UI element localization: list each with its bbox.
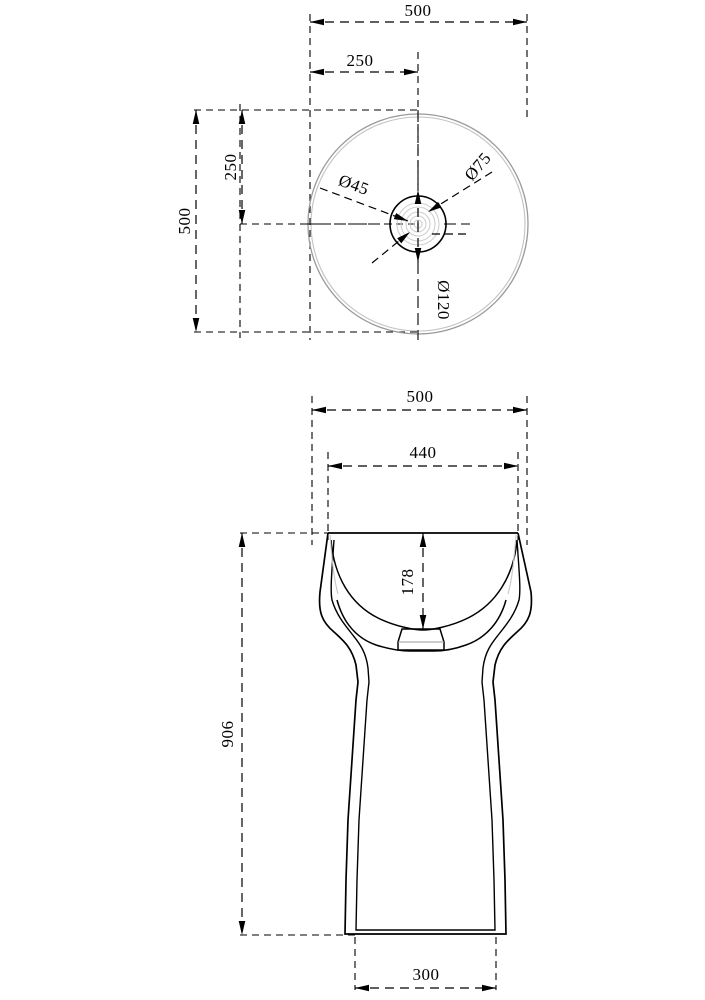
dia-75-label: Ø75: [461, 149, 495, 185]
dim-label-front-300: 300: [413, 965, 440, 984]
dim-top-500: 500: [310, 1, 527, 26]
washbasin-outline: [318, 532, 533, 935]
bowl-cavity-lower-curve: [336, 599, 507, 652]
dia-120-label: Ø120: [434, 280, 453, 320]
dim-left-500: 500: [175, 110, 200, 332]
dim-label-top-250: 250: [347, 51, 374, 70]
dim-top-250: 250: [310, 51, 418, 76]
dia-45-callout: Ø45: [319, 171, 409, 222]
dim-front-500: 500: [312, 387, 527, 414]
dim-front-300: 300: [355, 965, 496, 992]
dim-left-250: 250: [221, 110, 246, 224]
dia-lower-left-leader: [371, 231, 411, 264]
dia-45-leader-line: [319, 187, 409, 222]
drain-boss-outline: [397, 628, 445, 651]
dia-lower-leaders: [371, 231, 466, 264]
dim-label-front-500: 500: [407, 387, 434, 406]
dim-label-front-906: 906: [218, 721, 237, 748]
dim-front-906: 906: [218, 533, 246, 935]
top-view-group: 500 250 500 250 Ø45 Ø75: [175, 1, 529, 340]
dia-75-leader-line: [427, 171, 493, 213]
dia-75-callout: Ø75: [427, 149, 495, 213]
dim-label-left-500: 500: [175, 208, 194, 235]
rim-right-highlight: [507, 534, 517, 595]
basin-pedestal-inner-line: [330, 539, 521, 931]
dim-label-front-178: 178: [398, 569, 417, 596]
dim-front-178: 178: [398, 533, 427, 629]
bowl-cavity-upper-curve: [330, 539, 518, 631]
dia-120-callout: Ø120: [414, 190, 453, 320]
dim-label-left-250: 250: [221, 154, 240, 181]
top-view-centre-lines: [300, 110, 470, 340]
rim-left-highlight: [329, 534, 339, 595]
front-view-group: 500 440 178 906 300: [218, 387, 533, 992]
front-view-extension-lines: [240, 396, 528, 990]
front-view-drain-boss: [397, 628, 445, 651]
basin-pedestal-outer-silhouette: [318, 532, 533, 935]
dim-label-top-500: 500: [405, 1, 432, 20]
dim-front-440: 440: [328, 443, 518, 470]
dia-45-label: Ø45: [336, 171, 371, 199]
dim-label-front-440: 440: [410, 443, 437, 462]
